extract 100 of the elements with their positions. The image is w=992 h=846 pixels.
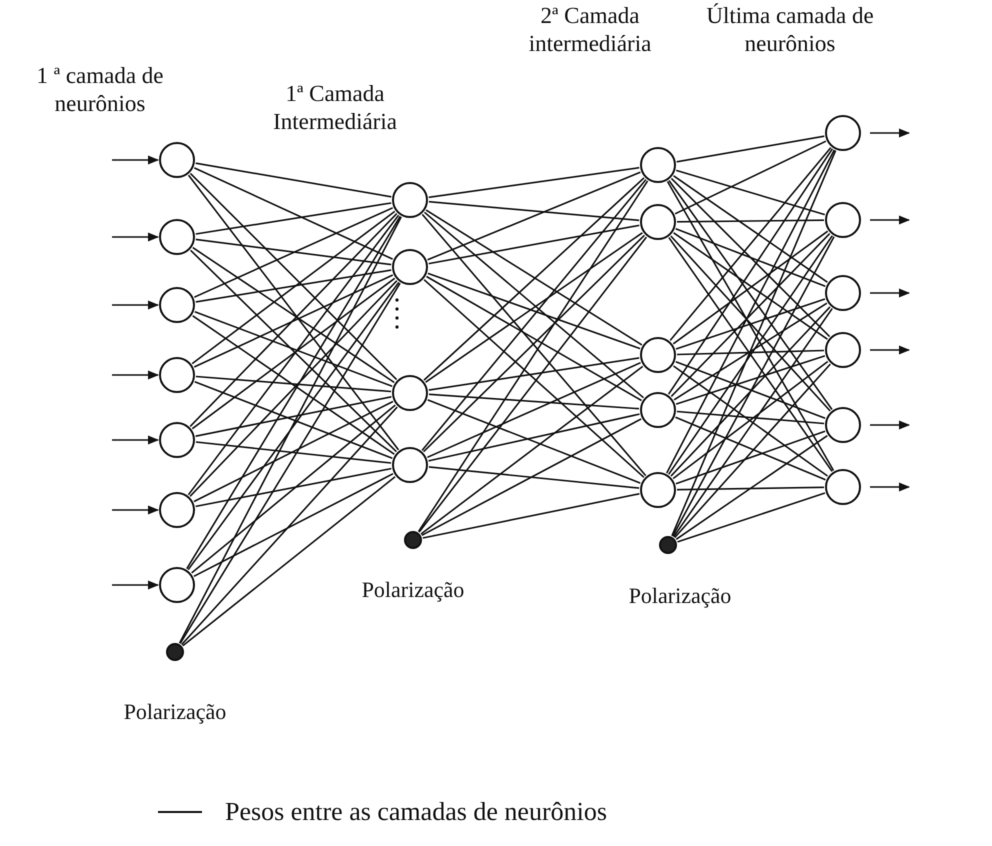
- weight-line: [428, 357, 640, 391]
- neuron-circle: [640, 337, 676, 373]
- output-arrow: [870, 420, 910, 430]
- weight-line: [428, 394, 640, 410]
- bias-neuron: [404, 531, 422, 549]
- weight-line: [676, 360, 826, 420]
- weight-line: [418, 180, 648, 532]
- weight-line: [670, 306, 831, 477]
- weight-line: [194, 310, 392, 388]
- neuron-circle: [640, 472, 676, 508]
- weight-line: [196, 162, 392, 198]
- weight-line: [188, 282, 400, 570]
- bias-neuron: [659, 536, 677, 554]
- weight-line: [180, 282, 401, 644]
- output-arrow: [870, 482, 910, 492]
- weight-line: [194, 274, 394, 368]
- weight-line: [195, 396, 392, 437]
- weight-line: [674, 140, 826, 215]
- input-arrow: [112, 156, 160, 164]
- weight-line: [190, 172, 398, 380]
- neuron-circle: [825, 115, 861, 151]
- bias-neuron: [166, 643, 184, 661]
- weight-line: [428, 466, 640, 489]
- weight-line: [676, 435, 828, 540]
- weight-line: [422, 493, 640, 539]
- weight-line: [676, 298, 826, 350]
- weight-line: [192, 278, 396, 430]
- weight-line: [427, 399, 641, 484]
- weight-line: [188, 214, 400, 496]
- neuron-circle: [825, 275, 861, 311]
- weight-line: [192, 246, 395, 384]
- neuron-circle: [159, 357, 195, 393]
- layer-title: 2ª Camada intermediária: [528, 2, 652, 58]
- layer-title: Última camada de neurônios: [705, 2, 875, 58]
- weight-line: [426, 209, 642, 346]
- weight-line: [677, 219, 824, 223]
- weight-line: [194, 381, 393, 459]
- weight-line: [428, 413, 640, 462]
- output-arrow: [870, 128, 910, 138]
- weight-line: [190, 213, 398, 427]
- bias-label: Polarização: [628, 584, 732, 608]
- neuron-circle: [640, 204, 676, 240]
- weight-line: [671, 150, 836, 536]
- neuron-circle: [825, 332, 861, 368]
- neuron-circle: [825, 469, 861, 505]
- weight-line: [194, 400, 394, 502]
- neuron-circle: [159, 287, 195, 323]
- neuron-circle: [392, 447, 428, 483]
- weight-line: [428, 224, 640, 264]
- weight-line: [675, 416, 826, 480]
- weight-line: [190, 250, 397, 452]
- input-arrow: [112, 300, 160, 310]
- layer-title: 1 ª camada de neurônios: [35, 62, 165, 118]
- weight-line: [194, 167, 394, 260]
- weight-line: [676, 170, 826, 216]
- weight-line: [196, 441, 392, 464]
- weight-line: [418, 236, 648, 533]
- weight-line: [194, 207, 394, 298]
- neuron-circle: [825, 202, 861, 238]
- weight-line: [190, 280, 398, 497]
- weight-line: [670, 147, 832, 341]
- input-arrow: [112, 436, 160, 444]
- weight-line: [676, 430, 826, 484]
- weight-line: [674, 364, 831, 538]
- bias-label: Polarização: [122, 700, 228, 724]
- weight-line: [178, 216, 402, 644]
- weight-line: [196, 238, 392, 266]
- weight-line: [675, 228, 826, 287]
- weight-line: [423, 234, 645, 452]
- weight-line: [670, 178, 830, 338]
- neuron-circle: [825, 407, 861, 443]
- weight-line: [673, 308, 833, 538]
- weight-line: [426, 276, 642, 402]
- weight-line: [424, 212, 644, 398]
- weight-line: [420, 366, 644, 535]
- layer-title: 1ª Camada Intermediária: [272, 80, 398, 136]
- legend-text: Pesos entre as camadas de neurônios: [225, 797, 607, 827]
- neuron-circle: [159, 567, 195, 603]
- weight-line: [194, 472, 394, 578]
- weight-line: [672, 236, 835, 537]
- input-arrow: [112, 506, 160, 514]
- output-arrow: [870, 288, 910, 298]
- weight-line: [677, 492, 826, 543]
- neuron-circle: [640, 392, 676, 428]
- weight-line: [182, 476, 396, 646]
- weight-line: [668, 180, 833, 410]
- weight-line: [428, 166, 640, 198]
- neuron-circle: [159, 492, 195, 528]
- weight-line: [676, 355, 826, 405]
- weight-line: [673, 175, 828, 283]
- weight-line: [427, 362, 641, 458]
- weight-line: [423, 177, 645, 381]
- weight-line: [427, 171, 641, 261]
- weight-line: [668, 148, 834, 395]
- input-arrow: [112, 580, 160, 590]
- weight-line: [421, 418, 642, 536]
- neuron-circle: [392, 249, 428, 285]
- weight-line: [425, 232, 643, 383]
- neuron-circle: [159, 142, 195, 178]
- neuron-circle: [392, 375, 428, 411]
